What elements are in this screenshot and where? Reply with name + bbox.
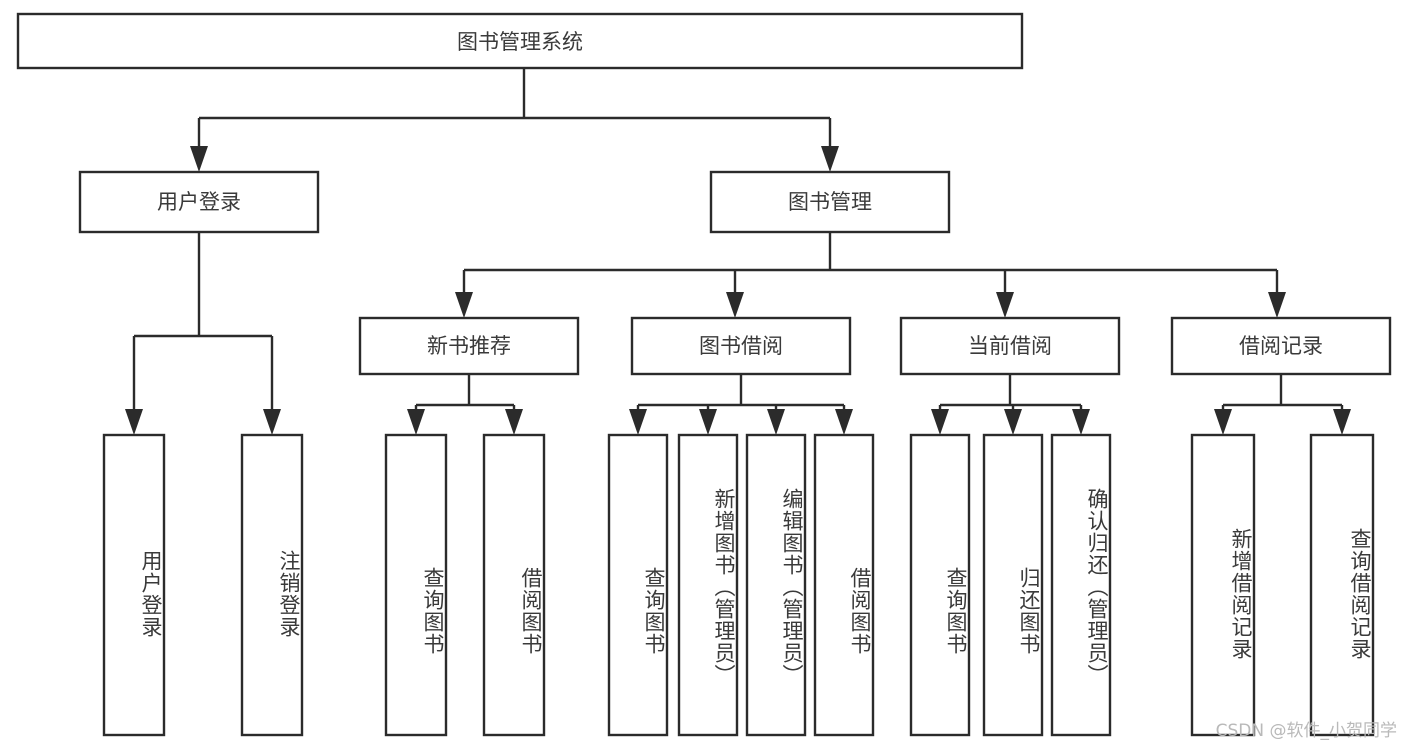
arrow-leaf-add-book [699,409,717,435]
node-book-borrow[interactable]: 图书借阅 [630,316,852,376]
node-leaf-borrow-book-2[interactable]: 借阅图书 [813,433,875,737]
node-leaf-query-book-2[interactable]: 查询图书 [607,433,669,737]
connector-layer [125,68,1351,435]
arrow-book-manage [821,146,839,172]
node-leaf-edit-book[interactable]: 编辑图书（管理员） [745,433,807,737]
arrow-leaf-return-book [1004,409,1022,435]
node-leaf-confirm-return-label: 确认归还（管理员） [1085,488,1108,686]
arrow-new-book-recommend [455,292,473,318]
node-leaf-return-book-label: 归还图书 [1017,567,1040,655]
node-leaf-query-book-1-label: 查询图书 [421,567,444,655]
arrow-leaf-query-book-2 [629,409,647,435]
arrow-leaf-edit-book [767,409,785,435]
arrow-leaf-query-book-3 [931,409,949,435]
node-leaf-query-book-1[interactable]: 查询图书 [384,433,448,737]
node-root-label: 图书管理系统 [457,30,583,54]
node-new-book-recommend-label: 新书推荐 [427,334,511,358]
node-leaf-borrow-book-2-label: 借阅图书 [848,567,871,655]
node-leaf-borrow-book-1[interactable]: 借阅图书 [482,433,546,737]
node-current-borrow[interactable]: 当前借阅 [899,316,1121,376]
node-leaf-query-book-2-label: 查询图书 [642,567,665,655]
node-leaf-user-login[interactable]: 用户登录 [102,433,166,737]
node-current-borrow-label: 当前借阅 [968,334,1052,358]
arrow-leaf-user-logout [263,409,281,435]
arrow-leaf-user-login [125,409,143,435]
arrow-leaf-add-record [1214,409,1232,435]
node-leaf-borrow-book-1-label: 借阅图书 [519,567,542,655]
node-leaf-user-logout[interactable]: 注销登录 [240,433,304,737]
node-book-manage-label: 图书管理 [788,190,872,214]
node-book-manage[interactable]: 图书管理 [709,170,951,234]
node-new-book-recommend[interactable]: 新书推荐 [358,316,580,376]
node-leaf-query-record-label: 查询借阅记录 [1348,528,1371,660]
arrow-borrow-record [1268,292,1286,318]
node-root[interactable]: 图书管理系统 [16,12,1024,70]
node-leaf-query-book-3[interactable]: 查询图书 [909,433,971,737]
node-leaf-add-record[interactable]: 新增借阅记录 [1190,433,1256,737]
node-leaf-add-book-label: 新增图书（管理员） [712,488,735,686]
arrow-user-login [190,146,208,172]
arrow-leaf-query-book-1 [407,409,425,435]
node-leaf-return-book[interactable]: 归还图书 [982,433,1044,737]
node-leaf-query-record[interactable]: 查询借阅记录 [1309,433,1375,737]
node-leaf-add-record-label: 新增借阅记录 [1229,528,1252,660]
node-leaf-edit-book-label: 编辑图书（管理员） [780,488,803,686]
node-book-borrow-label: 图书借阅 [699,334,783,358]
node-leaf-add-book[interactable]: 新增图书（管理员） [677,433,739,737]
arrow-current-borrow [996,292,1014,318]
node-borrow-record[interactable]: 借阅记录 [1170,316,1392,376]
arrow-book-borrow [726,292,744,318]
node-user-login-label: 用户登录 [157,190,241,214]
arrow-leaf-borrow-book-2 [835,409,853,435]
node-leaf-user-login-label: 用户登录 [139,550,162,638]
node-leaf-confirm-return[interactable]: 确认归还（管理员） [1050,433,1112,737]
node-leaf-query-book-3-label: 查询图书 [944,567,967,655]
node-user-login[interactable]: 用户登录 [78,170,320,234]
node-leaf-user-logout-label: 注销登录 [277,550,300,638]
arrow-leaf-borrow-book-1 [505,409,523,435]
arrow-leaf-confirm-return [1072,409,1090,435]
node-borrow-record-label: 借阅记录 [1239,334,1323,358]
arrow-leaf-query-record [1333,409,1351,435]
